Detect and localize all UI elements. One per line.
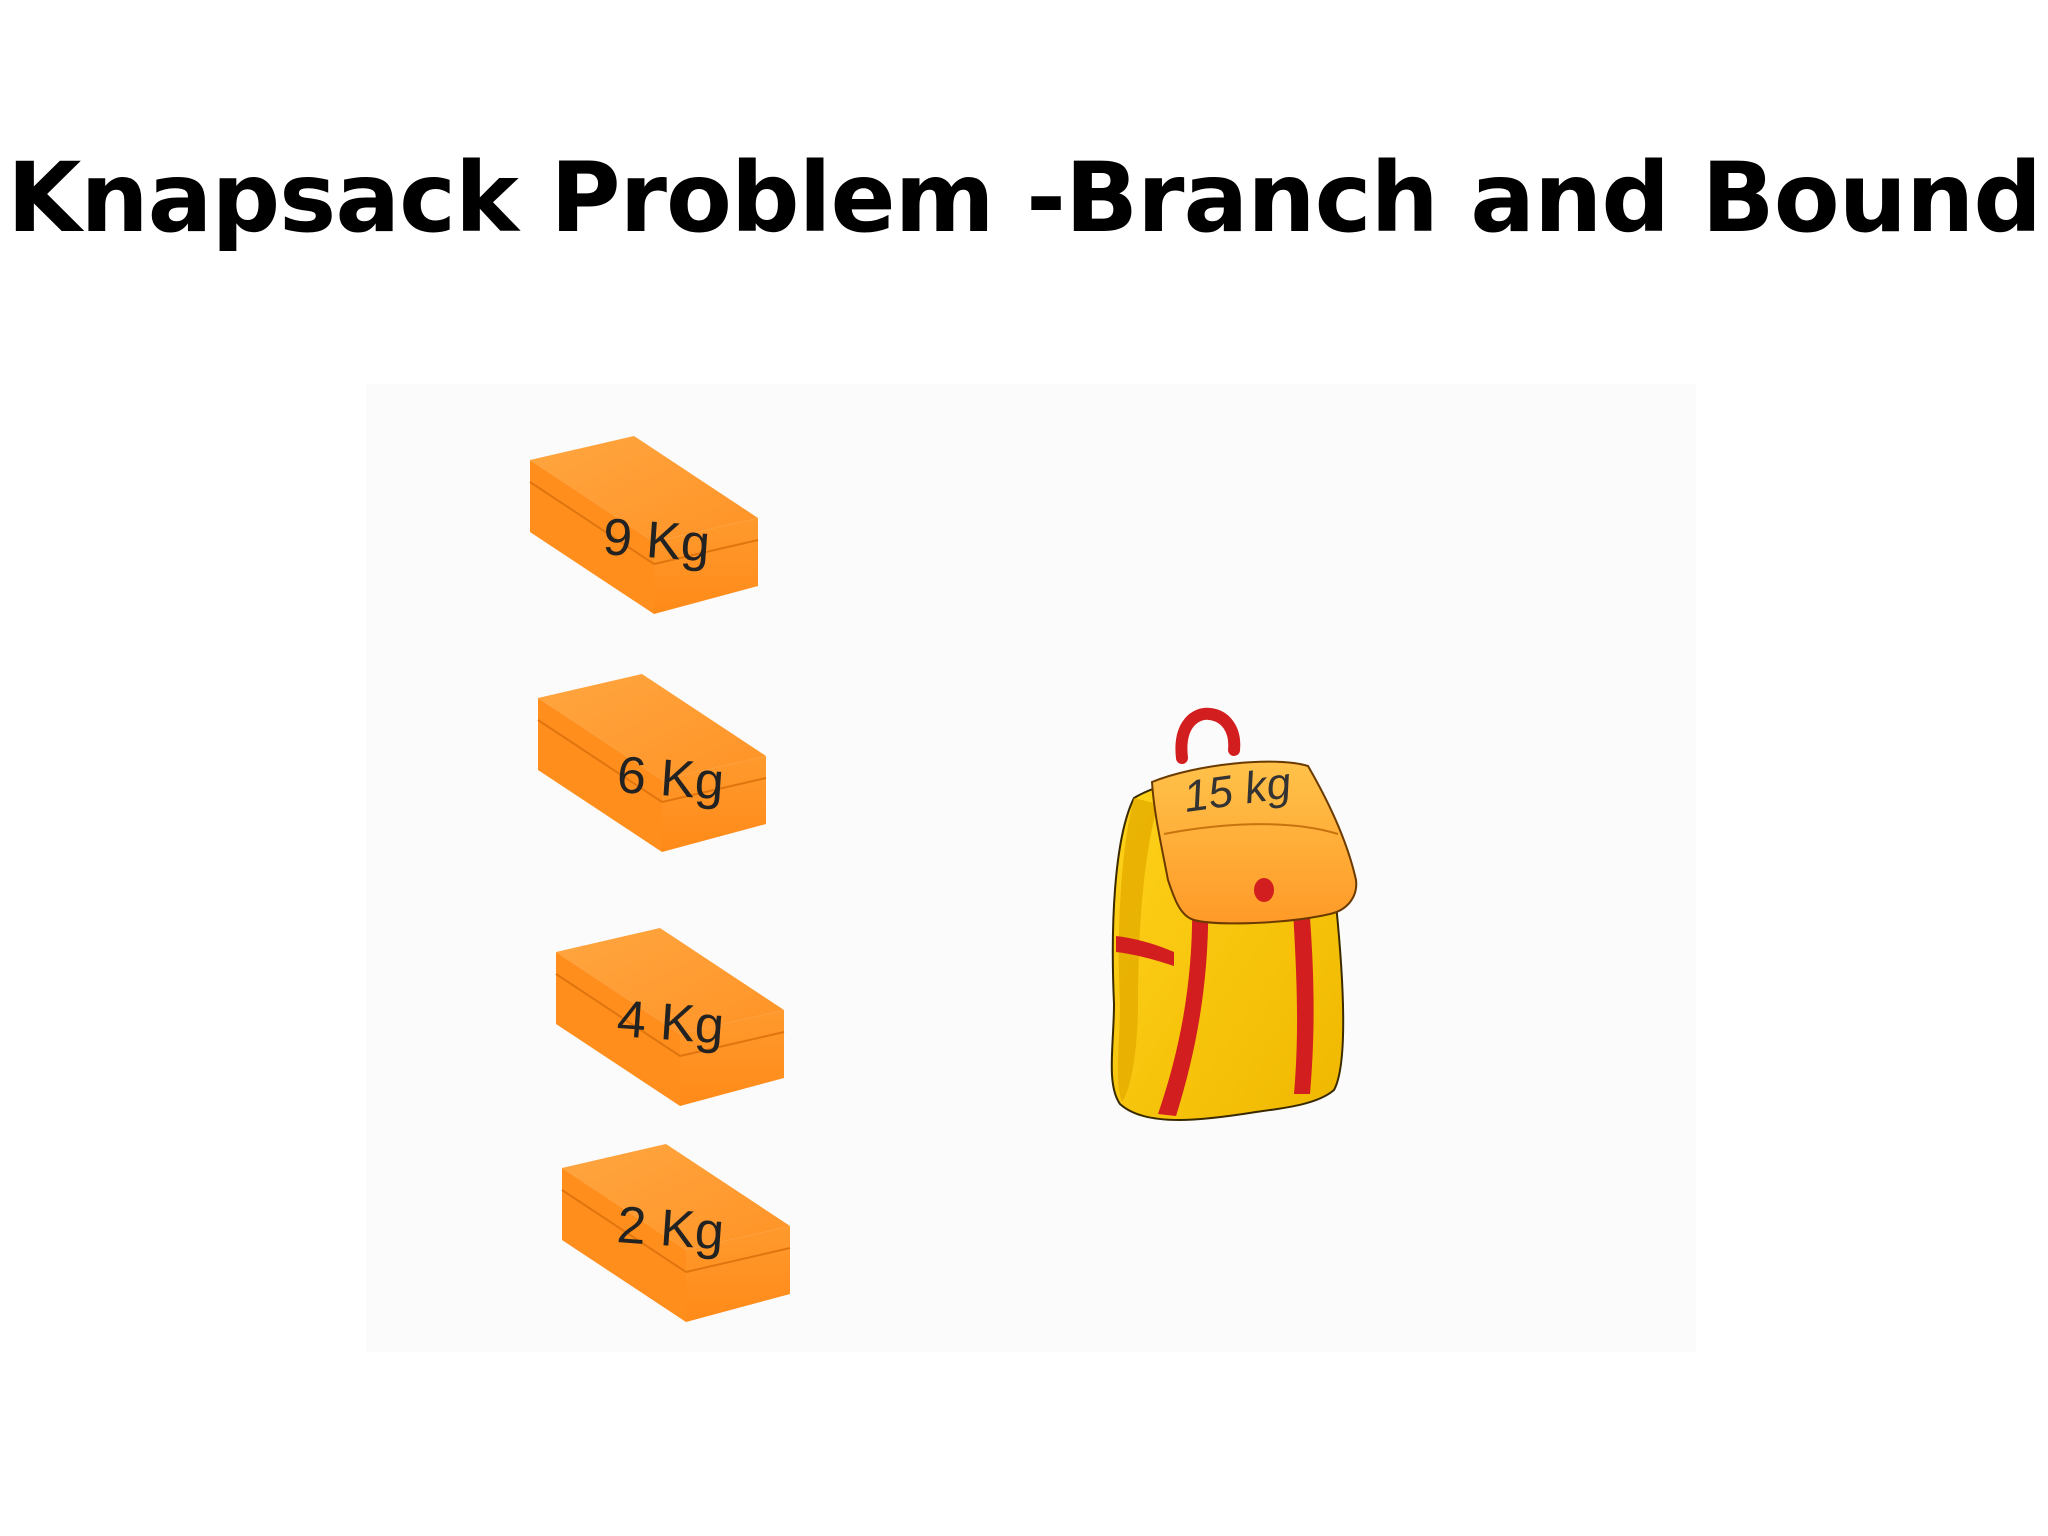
box-left-face [562, 1168, 686, 1322]
backpack-handle [1175, 707, 1241, 764]
box-lid-line [529, 481, 655, 565]
box-lid-line [555, 973, 681, 1057]
box-label: 9 Kg [601, 508, 712, 573]
box-left-face [556, 952, 680, 1106]
box-top-face [538, 674, 766, 780]
backpack: 15 kg [1110, 707, 1358, 1121]
box-front-face [654, 518, 758, 614]
box-top-face [562, 1144, 790, 1250]
backpack-front-strap-right [1292, 892, 1314, 1094]
box-top-face [556, 928, 784, 1034]
backpack-flap-fold [1163, 823, 1339, 835]
box-label: 2 Kg [615, 1196, 726, 1261]
box-lid-line-front [661, 777, 767, 803]
backpack-front-strap-left [1158, 894, 1209, 1116]
box-lid-line [561, 1189, 687, 1273]
box-6kg: 6 Kg [537, 674, 767, 852]
box-left-face [530, 460, 654, 614]
box-lid-line-front [685, 1247, 791, 1273]
knapsack-illustration: 9 Kg 6 Kg 4 Kg [366, 384, 1696, 1352]
box-label: 4 Kg [615, 990, 726, 1055]
backpack-side-strap [1116, 936, 1174, 966]
slide-title: Knapsack Problem -Branch and Bound [6, 142, 2042, 254]
box-front-face [662, 756, 766, 852]
box-lid-line-front [653, 539, 759, 565]
box-top-face [530, 436, 758, 542]
box-left-face [538, 698, 662, 852]
box-label: 6 Kg [615, 746, 726, 811]
backpack-flap [1150, 760, 1358, 925]
box-2kg: 2 Kg [561, 1144, 791, 1322]
backpack-button [1254, 878, 1274, 902]
box-lid-line-front [679, 1031, 785, 1057]
box-front-face [686, 1226, 790, 1322]
box-9kg: 9 Kg [529, 436, 759, 614]
box-lid-line [537, 719, 663, 803]
illustration-svg: 9 Kg 6 Kg 4 Kg [529, 436, 1358, 1322]
box-front-face [680, 1010, 784, 1106]
box-4kg: 4 Kg [555, 928, 785, 1106]
